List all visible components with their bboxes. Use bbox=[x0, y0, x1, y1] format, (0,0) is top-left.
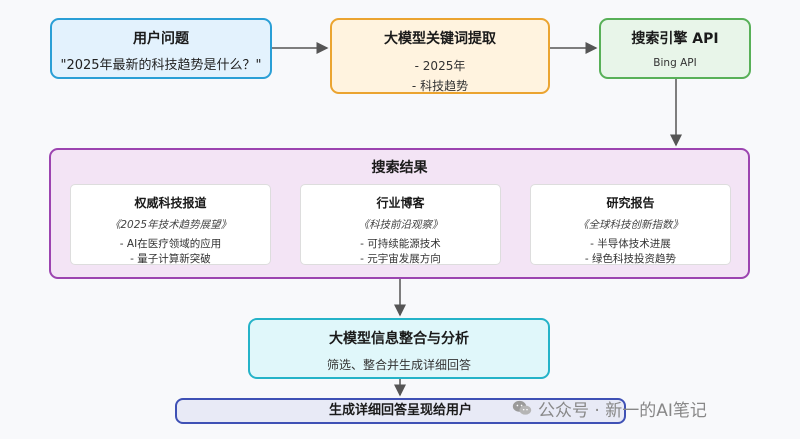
result-card-bullet: - 绿色科技投资趋势 bbox=[584, 253, 677, 265]
user-question-title: 用户问题 bbox=[133, 31, 189, 47]
keyword-extraction-node: 大模型关键词提取 - 2025年 - 科技趋势 bbox=[330, 18, 550, 94]
result-card-bullet: - 半导体技术进展 bbox=[590, 238, 671, 250]
search-results-node: 搜索结果 权威科技报道 《2025年技术趋势展望》 - AI在医疗领域的应用 -… bbox=[49, 148, 750, 279]
user-question-text: "2025年最新的科技趋势是什么？" bbox=[60, 58, 262, 73]
result-card-subtitle: 《科技前沿观察》 bbox=[358, 219, 443, 231]
llm-analysis-title: 大模型信息整合与分析 bbox=[329, 331, 469, 347]
search-api-title: 搜索引擎 API bbox=[631, 31, 719, 47]
result-card-report: 研究报告 《全球科技创新指数》 - 半导体技术进展 - 绿色科技投资趋势 bbox=[530, 184, 731, 265]
result-card-subtitle: 《2025年技术趋势展望》 bbox=[109, 219, 232, 231]
answer-title: 生成详细回答呈现给用户 bbox=[328, 403, 472, 418]
keyword-item: - 2025年 bbox=[414, 59, 466, 73]
llm-analysis-node: 大模型信息整合与分析 筛选、整合并生成详细回答 bbox=[248, 318, 550, 379]
search-api-node: 搜索引擎 API Bing API bbox=[599, 18, 751, 79]
result-card-bullet: - 元宇宙发展方向 bbox=[360, 253, 441, 265]
result-card-news: 权威科技报道 《2025年技术趋势展望》 - AI在医疗领域的应用 - 量子计算… bbox=[70, 184, 271, 265]
keyword-extraction-title: 大模型关键词提取 bbox=[384, 31, 496, 47]
keyword-item: - 科技趋势 bbox=[411, 79, 469, 93]
search-results-title: 搜索结果 bbox=[371, 160, 428, 176]
search-api-subtitle: Bing API bbox=[653, 57, 697, 69]
result-card-subtitle: 《全球科技创新指数》 bbox=[578, 219, 683, 231]
result-card-bullet: - 可持续能源技术 bbox=[360, 238, 441, 250]
result-card-title: 研究报告 bbox=[606, 196, 655, 210]
llm-analysis-subtitle: 筛选、整合并生成详细回答 bbox=[326, 358, 471, 372]
user-question-node: 用户问题 "2025年最新的科技趋势是什么？" bbox=[50, 18, 272, 79]
result-card-blog: 行业博客 《科技前沿观察》 - 可持续能源技术 - 元宇宙发展方向 bbox=[300, 184, 501, 265]
watermark: 公众号 · 新一的AI笔记 bbox=[512, 394, 792, 422]
result-card-bullet: - AI在医疗领域的应用 bbox=[119, 238, 222, 250]
result-card-bullet: - 量子计算新突破 bbox=[130, 253, 211, 265]
wechat-icon bbox=[512, 400, 532, 415]
result-card-title: 权威科技报道 bbox=[134, 196, 207, 210]
answer-node: 生成详细回答呈现给用户 bbox=[175, 398, 626, 424]
watermark-text: 公众号 · 新一的AI笔记 bbox=[538, 400, 707, 421]
result-card-title: 行业博客 bbox=[376, 196, 425, 210]
